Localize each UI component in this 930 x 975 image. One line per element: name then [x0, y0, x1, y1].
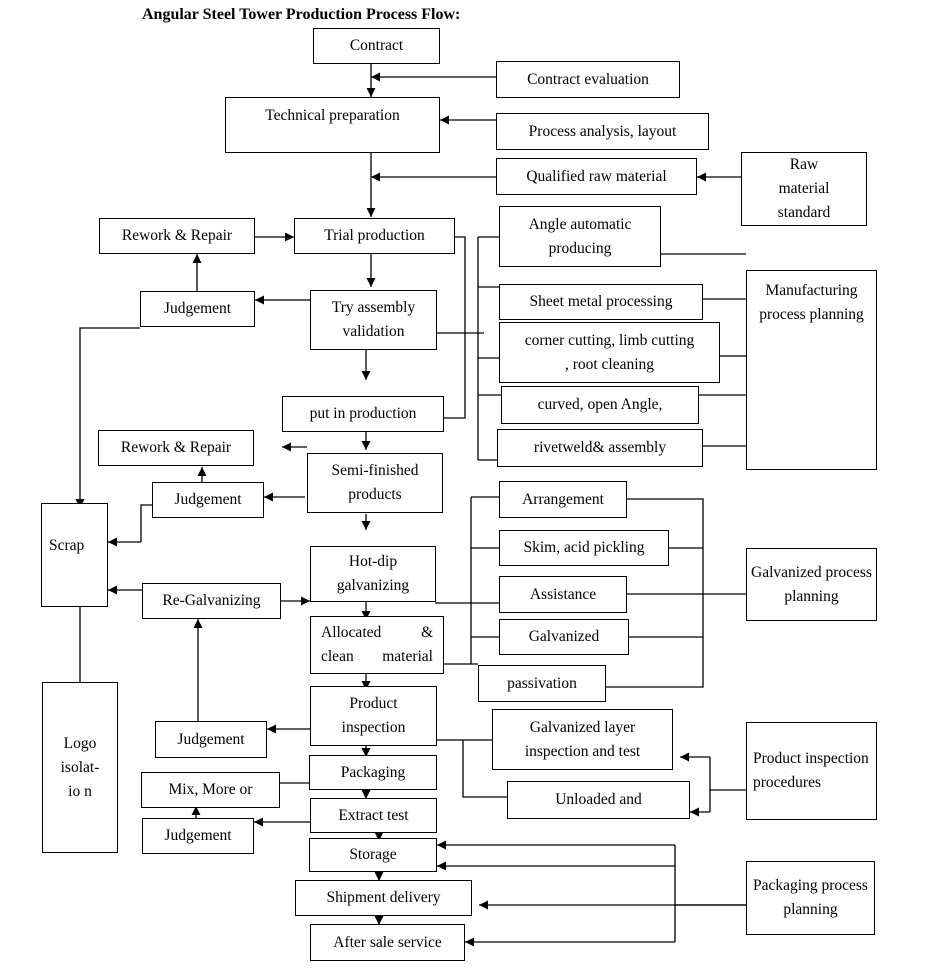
node-after-sale-service: After sale service	[310, 924, 465, 961]
node-rivetweld-assembly: rivetweld& assembly	[497, 429, 703, 467]
node-manufacturing-process-planning: Manufacturing process planning	[746, 270, 877, 470]
node-product-inspection: Product inspection	[310, 686, 437, 746]
node-allocated-clean-material: Allocated & clean material	[310, 616, 444, 674]
node-contract: Contract	[313, 28, 440, 64]
node-product-inspection-procedures: Product inspection procedures	[746, 722, 877, 820]
node-packaging: Packaging	[309, 755, 437, 790]
node-passivation: passivation	[478, 665, 606, 702]
node-assistance: Assistance	[499, 576, 627, 613]
node-rework-repair-1: Rework & Repair	[99, 218, 255, 254]
diagram-title: Angular Steel Tower Production Process F…	[142, 6, 461, 23]
node-judgement-3: Judgement	[155, 721, 267, 758]
node-galvanized: Galvanized	[499, 619, 629, 655]
node-technical-preparation: Technical preparation	[225, 97, 440, 153]
node-hot-dip-galvanizing: Hot-dip galvanizing	[310, 546, 436, 602]
node-shipment-delivery: Shipment delivery	[295, 880, 472, 916]
node-extract-test: Extract test	[310, 798, 437, 833]
node-re-galvanizing: Re-Galvanizing	[142, 583, 281, 619]
node-raw-material-standard: Raw material standard	[741, 152, 867, 226]
node-sheet-metal-processing: Sheet metal processing	[499, 284, 703, 320]
node-semi-finished-products: Semi-finished products	[307, 453, 443, 513]
node-unloaded-and: Unloaded and	[507, 781, 690, 819]
node-trial-production: Trial production	[294, 218, 455, 254]
node-corner-cutting: corner cutting, limb cutting , root clea…	[499, 322, 720, 383]
node-curved-open-angle: curved, open Angle,	[501, 386, 699, 424]
node-arrangement: Arrangement	[499, 481, 627, 518]
node-scrap: Scrap	[41, 503, 108, 607]
node-skim-acid-pickling: Skim, acid pickling	[499, 530, 669, 566]
node-storage: Storage	[309, 838, 437, 872]
node-judgement-4: Judgement	[142, 818, 254, 854]
node-judgement-2: Judgement	[152, 482, 264, 518]
node-logo-isolation: Logo isolat-io n	[42, 682, 118, 853]
node-put-in-production: put in production	[282, 396, 444, 432]
node-mix-more-or: Mix, More or	[141, 772, 280, 808]
node-contract-evaluation: Contract evaluation	[496, 61, 680, 98]
node-packaging-process-planning: Packaging process planning	[746, 861, 875, 935]
node-angle-automatic-producing: Angle automatic producing	[499, 206, 661, 267]
node-qualified-raw-material: Qualified raw material	[496, 158, 697, 195]
node-judgement-1: Judgement	[140, 291, 255, 327]
node-galvanized-process-planning: Galvanized process planning	[746, 548, 877, 621]
node-process-analysis: Process analysis, layout	[496, 113, 709, 150]
node-galvanized-layer-inspection: Galvanized layer inspection and test	[492, 709, 673, 770]
node-try-assembly-validation: Try assembly validation	[310, 290, 437, 350]
node-rework-repair-2: Rework & Repair	[98, 430, 254, 466]
